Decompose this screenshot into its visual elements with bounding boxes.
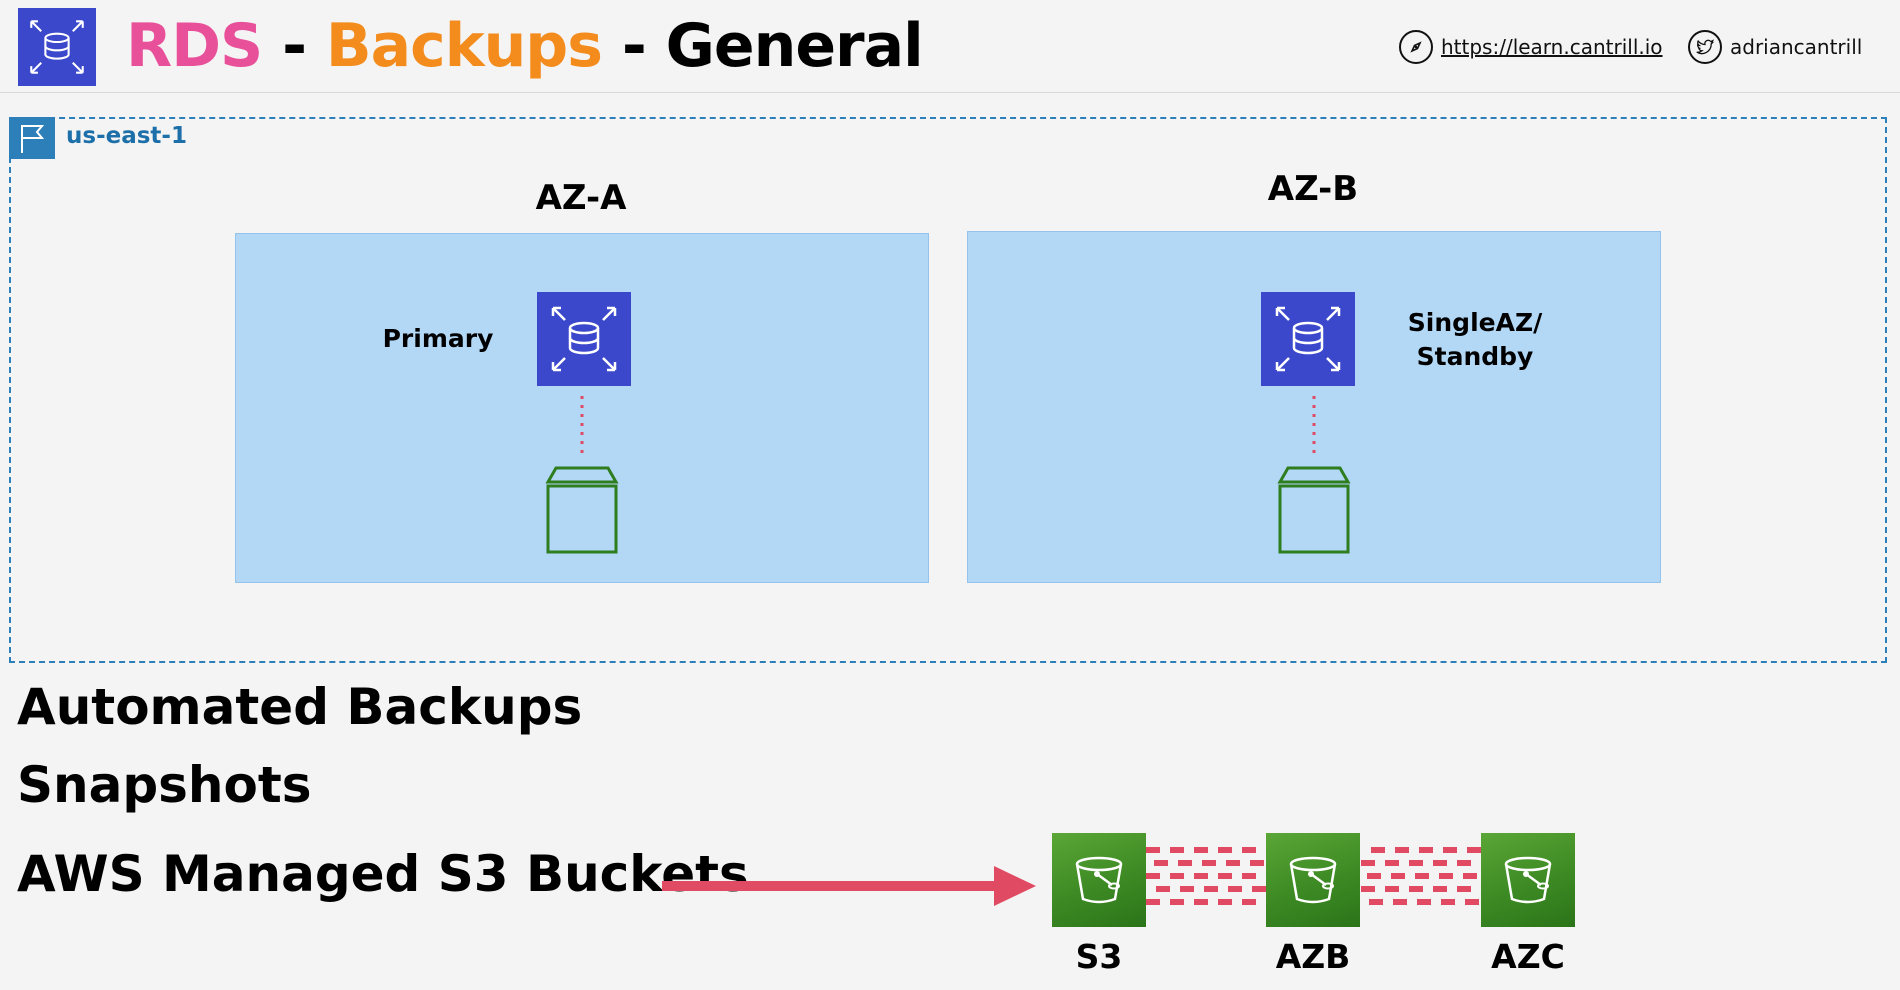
ebs-volume-icon (1277, 466, 1351, 554)
compass-icon (1399, 30, 1433, 64)
bucket-label-azc: AZC (1491, 937, 1565, 976)
region-label: us-east-1 (66, 123, 187, 149)
s3-bucket-icon (1052, 833, 1146, 927)
primary-label: Primary (382, 324, 494, 353)
twitter-handle-group[interactable]: adriancantrill (1688, 28, 1862, 66)
az-b-title: AZ-B (1267, 169, 1359, 209)
header-bar (0, 0, 1900, 93)
arrow-icon (662, 866, 1036, 906)
title-rds: RDS (126, 11, 263, 81)
rds-database-icon (537, 292, 631, 386)
twitter-bird-icon (1688, 30, 1722, 64)
title-backups: Backups (325, 11, 603, 81)
managed-s3-text: AWS Managed S3 Buckets (17, 845, 749, 903)
title-separator: - (262, 11, 326, 81)
replication-dashes (1146, 847, 1266, 905)
site-link-group[interactable]: https://learn.cantrill.io (1399, 28, 1663, 66)
rds-database-icon (1261, 292, 1355, 386)
replication-dashes (1361, 847, 1481, 905)
region-boundary (9, 117, 1887, 663)
automated-backups-text: Automated Backups (17, 678, 583, 736)
rds-database-icon (18, 8, 96, 86)
standby-label-line2: Standby (1416, 342, 1534, 371)
az-a-title: AZ-A (535, 178, 627, 218)
s3-bucket-icon (1481, 833, 1575, 927)
standby-label-line1: SingleAZ/ (1407, 308, 1543, 337)
title-separator: - (601, 11, 666, 81)
region-flag-icon (9, 117, 55, 159)
standby-label: SingleAZ/ Standby (1385, 306, 1565, 374)
site-link[interactable]: https://learn.cantrill.io (1441, 35, 1663, 59)
snapshots-text: Snapshots (17, 756, 312, 814)
twitter-handle[interactable]: adriancantrill (1730, 35, 1863, 59)
ebs-volume-icon (545, 466, 619, 554)
connector-dotted-line (580, 396, 584, 454)
bucket-label-s3: S3 (1075, 937, 1123, 976)
page-title: RDS - Backups - General (126, 2, 924, 90)
title-general: General (665, 11, 924, 81)
bucket-label-azb: AZB (1275, 937, 1351, 976)
s3-bucket-icon (1266, 833, 1360, 927)
connector-dotted-line (1312, 396, 1316, 454)
